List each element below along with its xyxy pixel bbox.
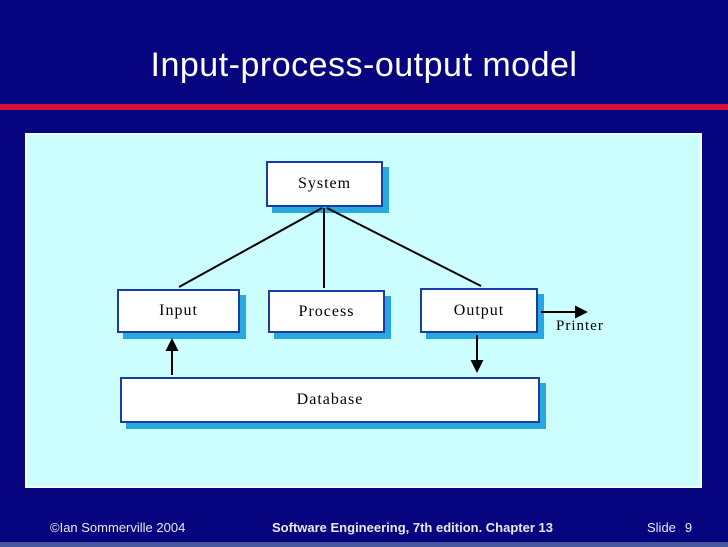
node-label: Output [453, 301, 505, 319]
slide-number: 9 [684, 520, 693, 535]
footer-slide-number: Slide 9 [647, 520, 692, 535]
node-label: System [297, 175, 352, 192]
footer-copyright: ©Ian Sommerville 2004 [50, 520, 186, 535]
printer-annotation: Printer [556, 318, 604, 334]
node-label: Process [298, 302, 355, 320]
diagram-node-process: Process [268, 290, 385, 333]
diagram-node-system: System [266, 161, 383, 207]
slide-title: Input-process-output model [150, 46, 578, 84]
diagram-node-database: Database [120, 377, 540, 423]
slide-label: Slide [647, 520, 676, 535]
diagram-node-input: Input [117, 289, 240, 333]
node-label: Database [296, 391, 364, 408]
node-label: Input [159, 302, 198, 319]
title-underline-rule [0, 104, 728, 110]
diagram-node-output: Output [420, 288, 538, 333]
footer-book-reference: Software Engineering, 7th edition. Chapt… [272, 520, 553, 535]
footer-accent-strip [0, 542, 728, 547]
